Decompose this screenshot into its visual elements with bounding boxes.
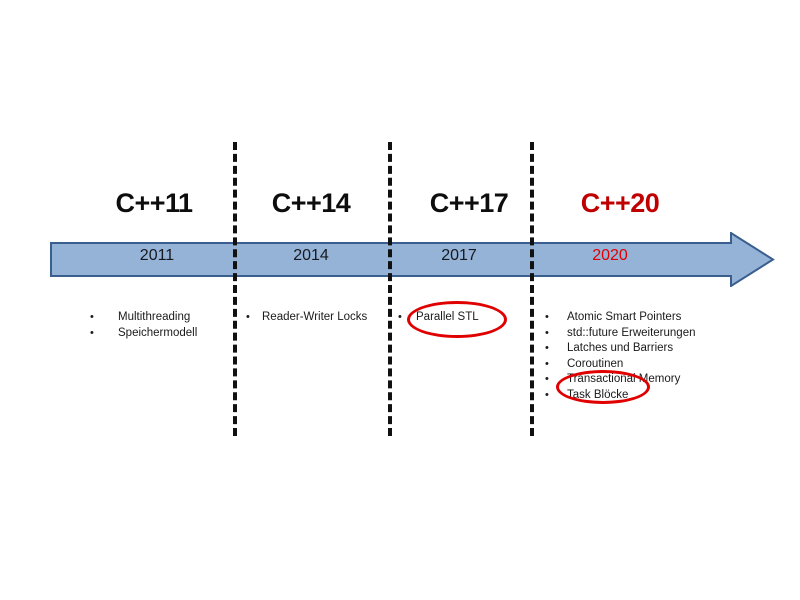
feature-label: Coroutinen (567, 357, 624, 370)
bullet-icon: • (398, 311, 402, 323)
year-label-2011: 2011 (139, 247, 175, 264)
era-heading-cpp11: C++11 (115, 188, 193, 218)
feature-label: Parallel STL (416, 311, 479, 323)
bullet-icon: • (545, 388, 549, 401)
year-label-2014: 2014 (293, 247, 329, 264)
bullet-icon: • (545, 357, 549, 370)
feature-label: Atomic Smart Pointers (567, 311, 682, 323)
era-heading-cpp14: C++14 (271, 188, 351, 218)
era-divider-1 (233, 142, 237, 436)
bullet-icon: • (545, 311, 549, 323)
era-divider-2 (388, 142, 392, 436)
timeline-arrow (50, 232, 775, 287)
bullet-icon: • (545, 373, 549, 385)
feature-label: Multithreading (118, 311, 191, 323)
bullet-icon: • (545, 326, 549, 339)
year-label-2020: 2020 (592, 247, 628, 264)
bullet-icon: • (90, 326, 94, 339)
feature-label: Latches und Barriers (567, 342, 674, 354)
era-divider-3 (530, 142, 534, 436)
bullet-icon: • (545, 342, 549, 354)
feature-label: Task Blöcke (567, 388, 629, 401)
feature-label: Reader-Writer Locks (262, 311, 368, 323)
feature-label: Transactional Memory (567, 373, 681, 385)
era-heading-cpp20: C++20 (580, 188, 660, 218)
bullet-icon: • (246, 311, 250, 323)
feature-label: std::future Erweiterungen (567, 326, 696, 339)
bullet-icon: • (90, 311, 94, 323)
arrow-shape (50, 232, 775, 287)
feature-label: Speichermodell (118, 326, 198, 339)
year-label-2017: 2017 (441, 247, 477, 264)
era-heading-cpp17: C++17 (429, 188, 509, 218)
